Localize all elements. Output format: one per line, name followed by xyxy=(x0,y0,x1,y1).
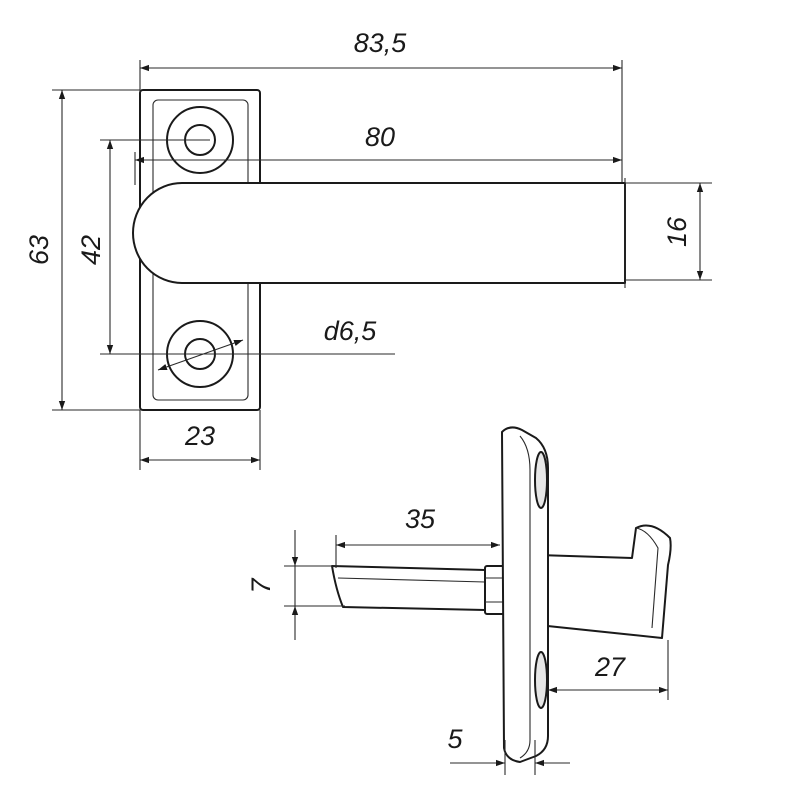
dim-label-35: 35 xyxy=(405,504,436,534)
side-view xyxy=(331,426,672,763)
dim-handle-length: 80 xyxy=(134,122,622,185)
plate-hole-top xyxy=(534,451,548,509)
dim-label-d6-5: d6,5 xyxy=(324,316,378,346)
dim-base-width: 23 xyxy=(139,410,261,470)
handle-lever xyxy=(132,182,626,284)
dim-spindle-size: 7 xyxy=(246,530,345,640)
dim-label-80: 80 xyxy=(365,122,395,152)
dim-label-42: 42 xyxy=(76,235,106,265)
dim-hole-diameter: d6,5 xyxy=(157,316,395,371)
dim-plate-thickness: 5 xyxy=(447,724,570,775)
dim-hole-spacing: 42 xyxy=(76,139,210,355)
dim-total-width: 83,5 xyxy=(139,28,623,182)
dim-label-7: 7 xyxy=(246,578,276,594)
dim-spindle-length: 35 xyxy=(335,504,500,568)
dim-label-5: 5 xyxy=(447,724,463,754)
dim-lever-depth: 27 xyxy=(548,640,669,700)
dim-label-23: 23 xyxy=(184,421,215,451)
dim-label-63: 63 xyxy=(24,235,54,265)
spindle xyxy=(331,565,486,611)
lever-arm xyxy=(537,524,672,639)
dim-label-27: 27 xyxy=(594,652,626,682)
dim-label-16: 16 xyxy=(662,216,692,247)
plate-hole-bottom xyxy=(534,651,548,709)
dim-label-83-5: 83,5 xyxy=(354,28,408,58)
dim-height-overall: 63 xyxy=(24,89,140,411)
dim-handle-width: 16 xyxy=(625,182,712,281)
top-view xyxy=(132,89,626,411)
